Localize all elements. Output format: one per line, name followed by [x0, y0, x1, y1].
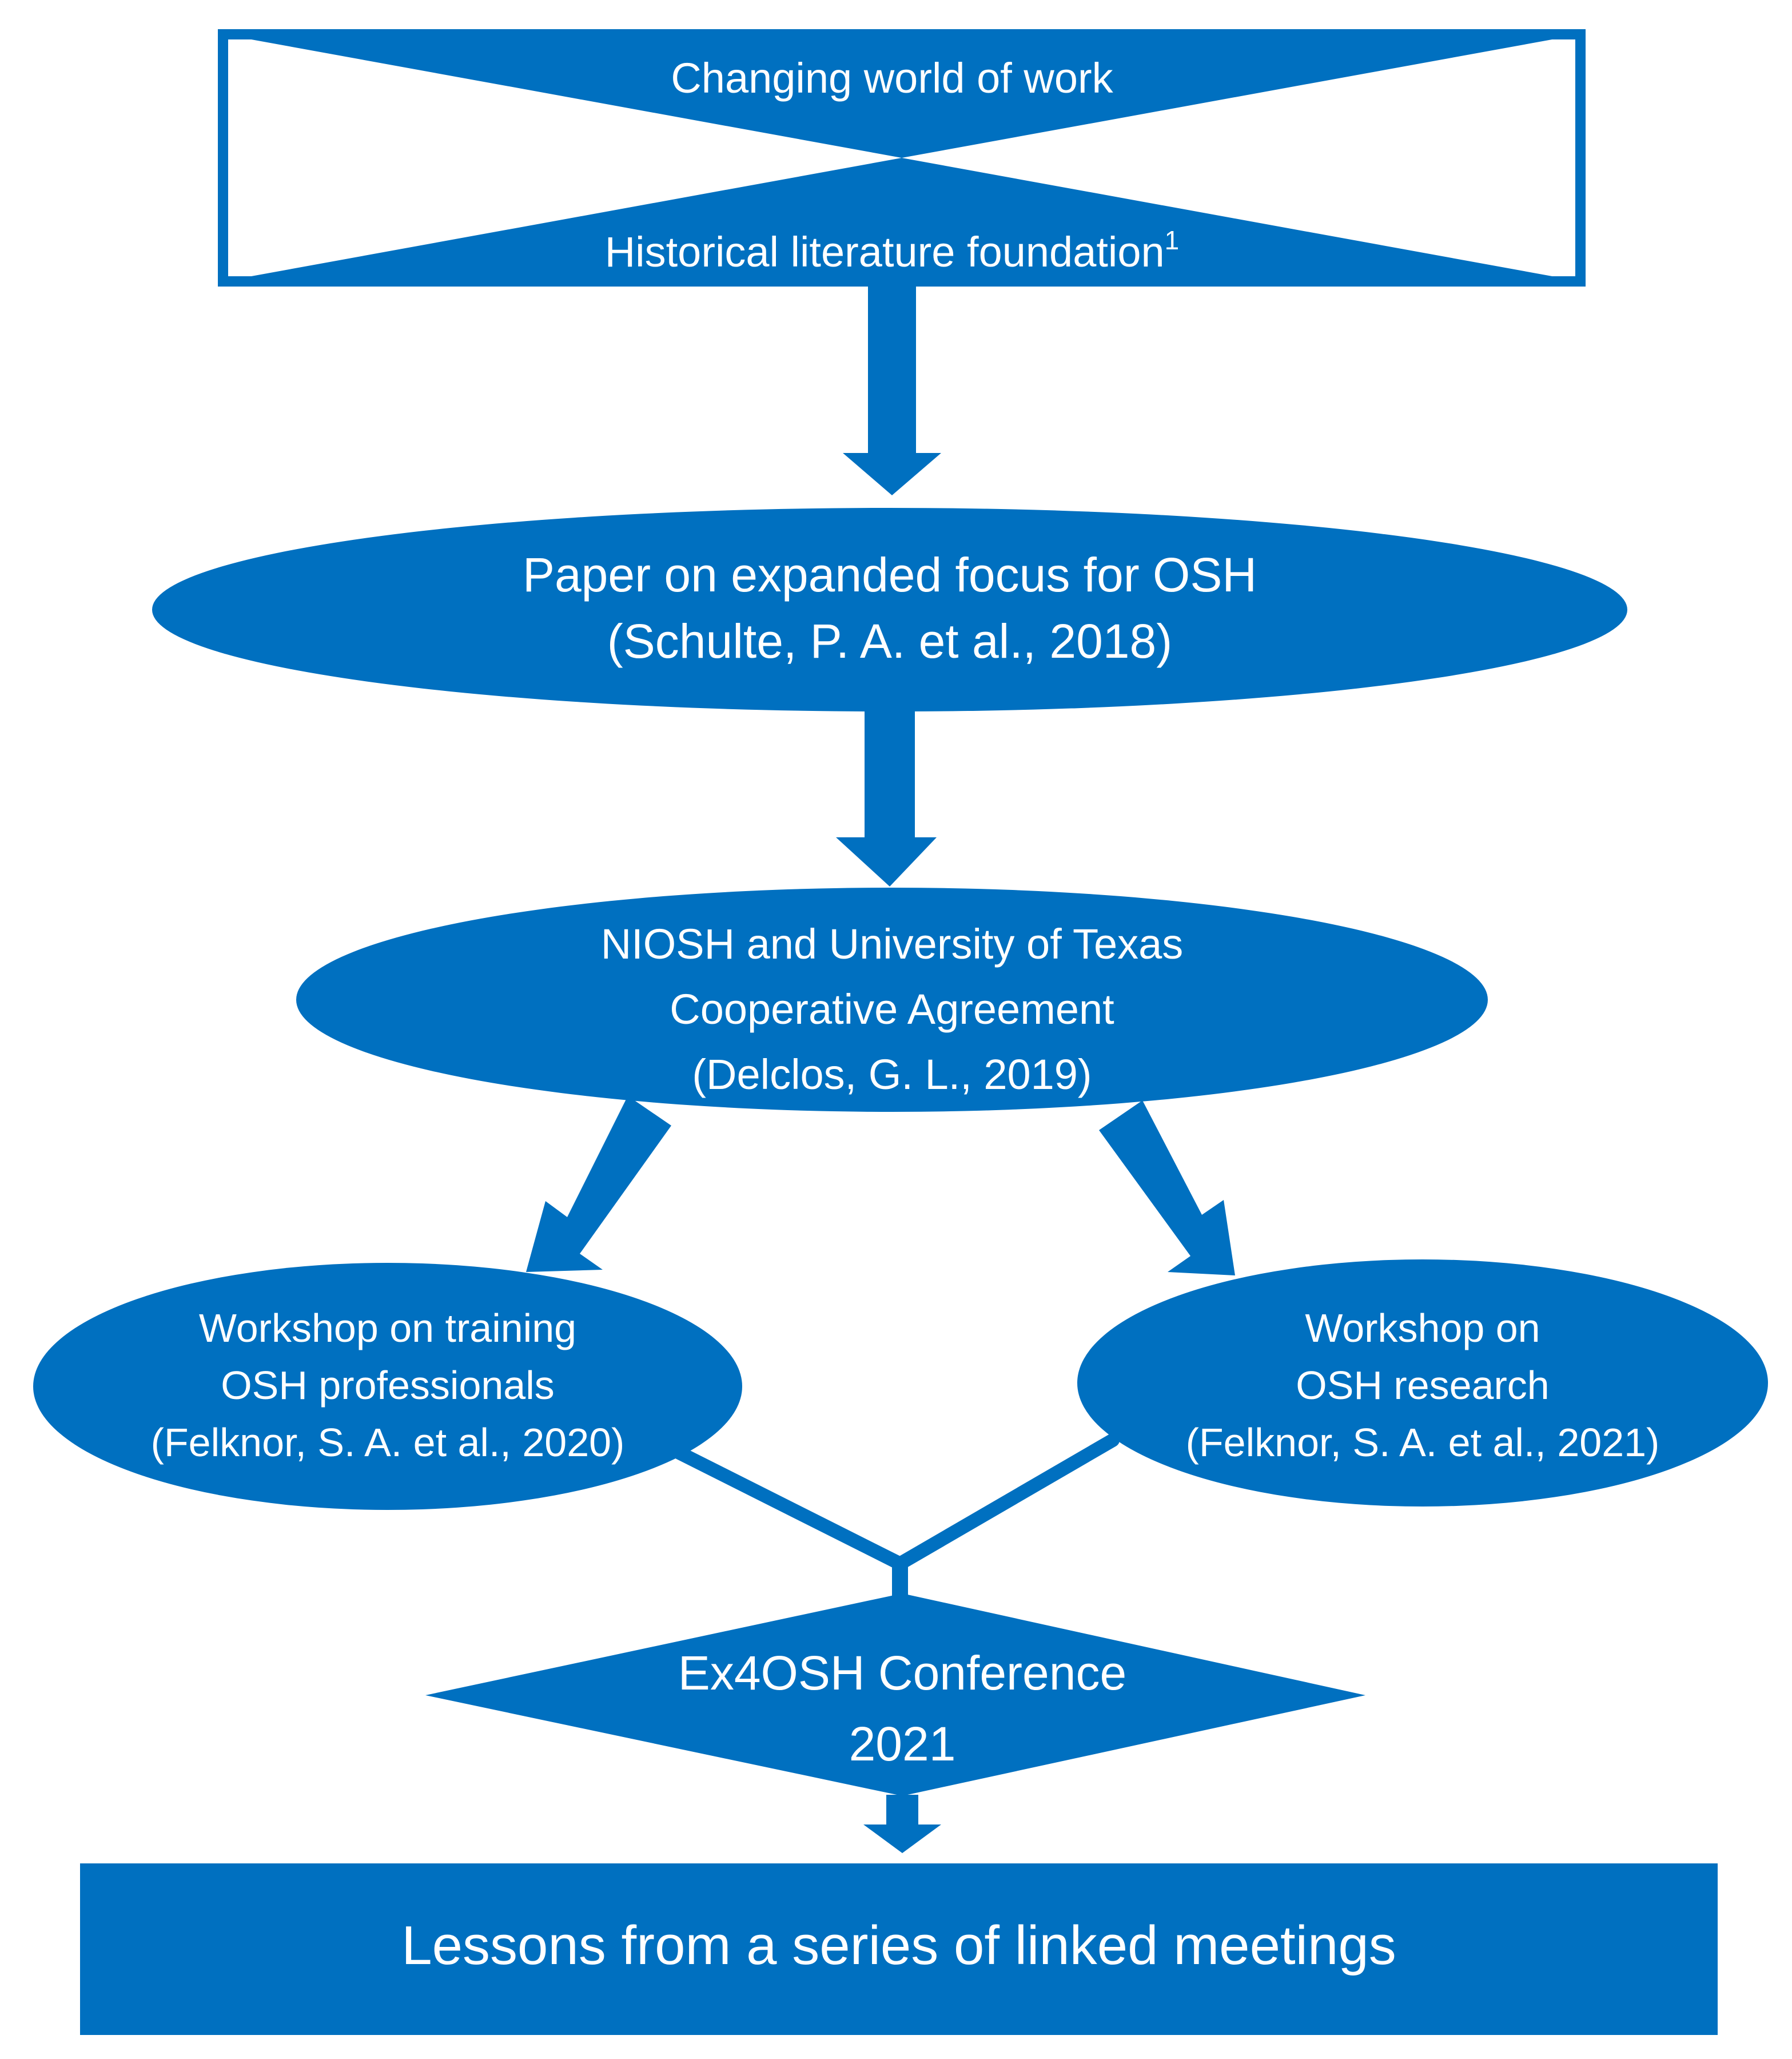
top-box-footnote-marker: 1 [1165, 225, 1180, 255]
top-box-upper-text: Changing world of work [671, 54, 1113, 102]
agreement-node: NIOSH and University of Texas Cooperativ… [296, 888, 1488, 1112]
paper-citation: (Schulte, P. A. et al., 2018) [607, 614, 1172, 668]
conference-diamond [425, 1593, 1365, 1796]
top-box: Changing world of work Historical litera… [218, 29, 1586, 287]
top-box-lower-triangle [223, 158, 1580, 281]
workshop-training-ellipse [33, 1263, 742, 1510]
top-box-lower-main: Historical literature foundation [605, 228, 1165, 276]
agreement-ellipse [296, 888, 1488, 1112]
workshop-research-line-2: OSH research [1296, 1363, 1549, 1408]
workshop-research-line-1: Workshop on [1305, 1306, 1540, 1350]
paper-title: Paper on expanded focus for OSH [523, 548, 1257, 602]
converging-connectors [672, 1433, 1120, 1597]
paper-ellipse [152, 508, 1627, 711]
agreement-citation: (Delclos, G. L., 2019) [692, 1051, 1092, 1098]
arrow-agreement-to-training-workshop [526, 1096, 671, 1272]
arrow-paper-to-agreement [836, 708, 937, 887]
workshop-training-line-1: Workshop on training [199, 1306, 576, 1350]
conference-title: Ex4OSH Conference [678, 1646, 1126, 1700]
workshop-training-node: Workshop on training OSH professionals (… [33, 1263, 742, 1510]
workshop-training-citation: (Felknor, S. A. et al., 2020) [151, 1420, 625, 1465]
lessons-box [80, 1863, 1718, 2035]
workshop-research-node: Workshop on OSH research (Felknor, S. A.… [1077, 1259, 1768, 1507]
agreement-line-1: NIOSH and University of Texas [601, 920, 1184, 968]
agreement-line-2: Cooperative Agreement [670, 985, 1114, 1033]
arrow-agreement-to-research-workshop [1099, 1100, 1235, 1275]
workshop-training-line-2: OSH professionals [221, 1363, 555, 1408]
workshop-research-ellipse [1077, 1259, 1768, 1507]
conference-node: Ex4OSH Conference 2021 [425, 1593, 1365, 1796]
lessons-node: Lessons from a series of linked meetings [80, 1863, 1718, 2035]
arrow-topbox-to-paper [843, 281, 941, 495]
top-box-upper-triangle [223, 34, 1580, 158]
paper-node: Paper on expanded focus for OSH (Schulte… [152, 508, 1627, 711]
conference-year: 2021 [849, 1717, 956, 1771]
top-box-lower-text: Historical literature foundation1 [605, 225, 1180, 276]
arrow-conference-to-lessons [863, 1795, 941, 1853]
workshop-research-citation: (Felknor, S. A. et al., 2021) [1186, 1420, 1660, 1465]
lessons-text: Lessons from a series of linked meetings [401, 1915, 1396, 1976]
